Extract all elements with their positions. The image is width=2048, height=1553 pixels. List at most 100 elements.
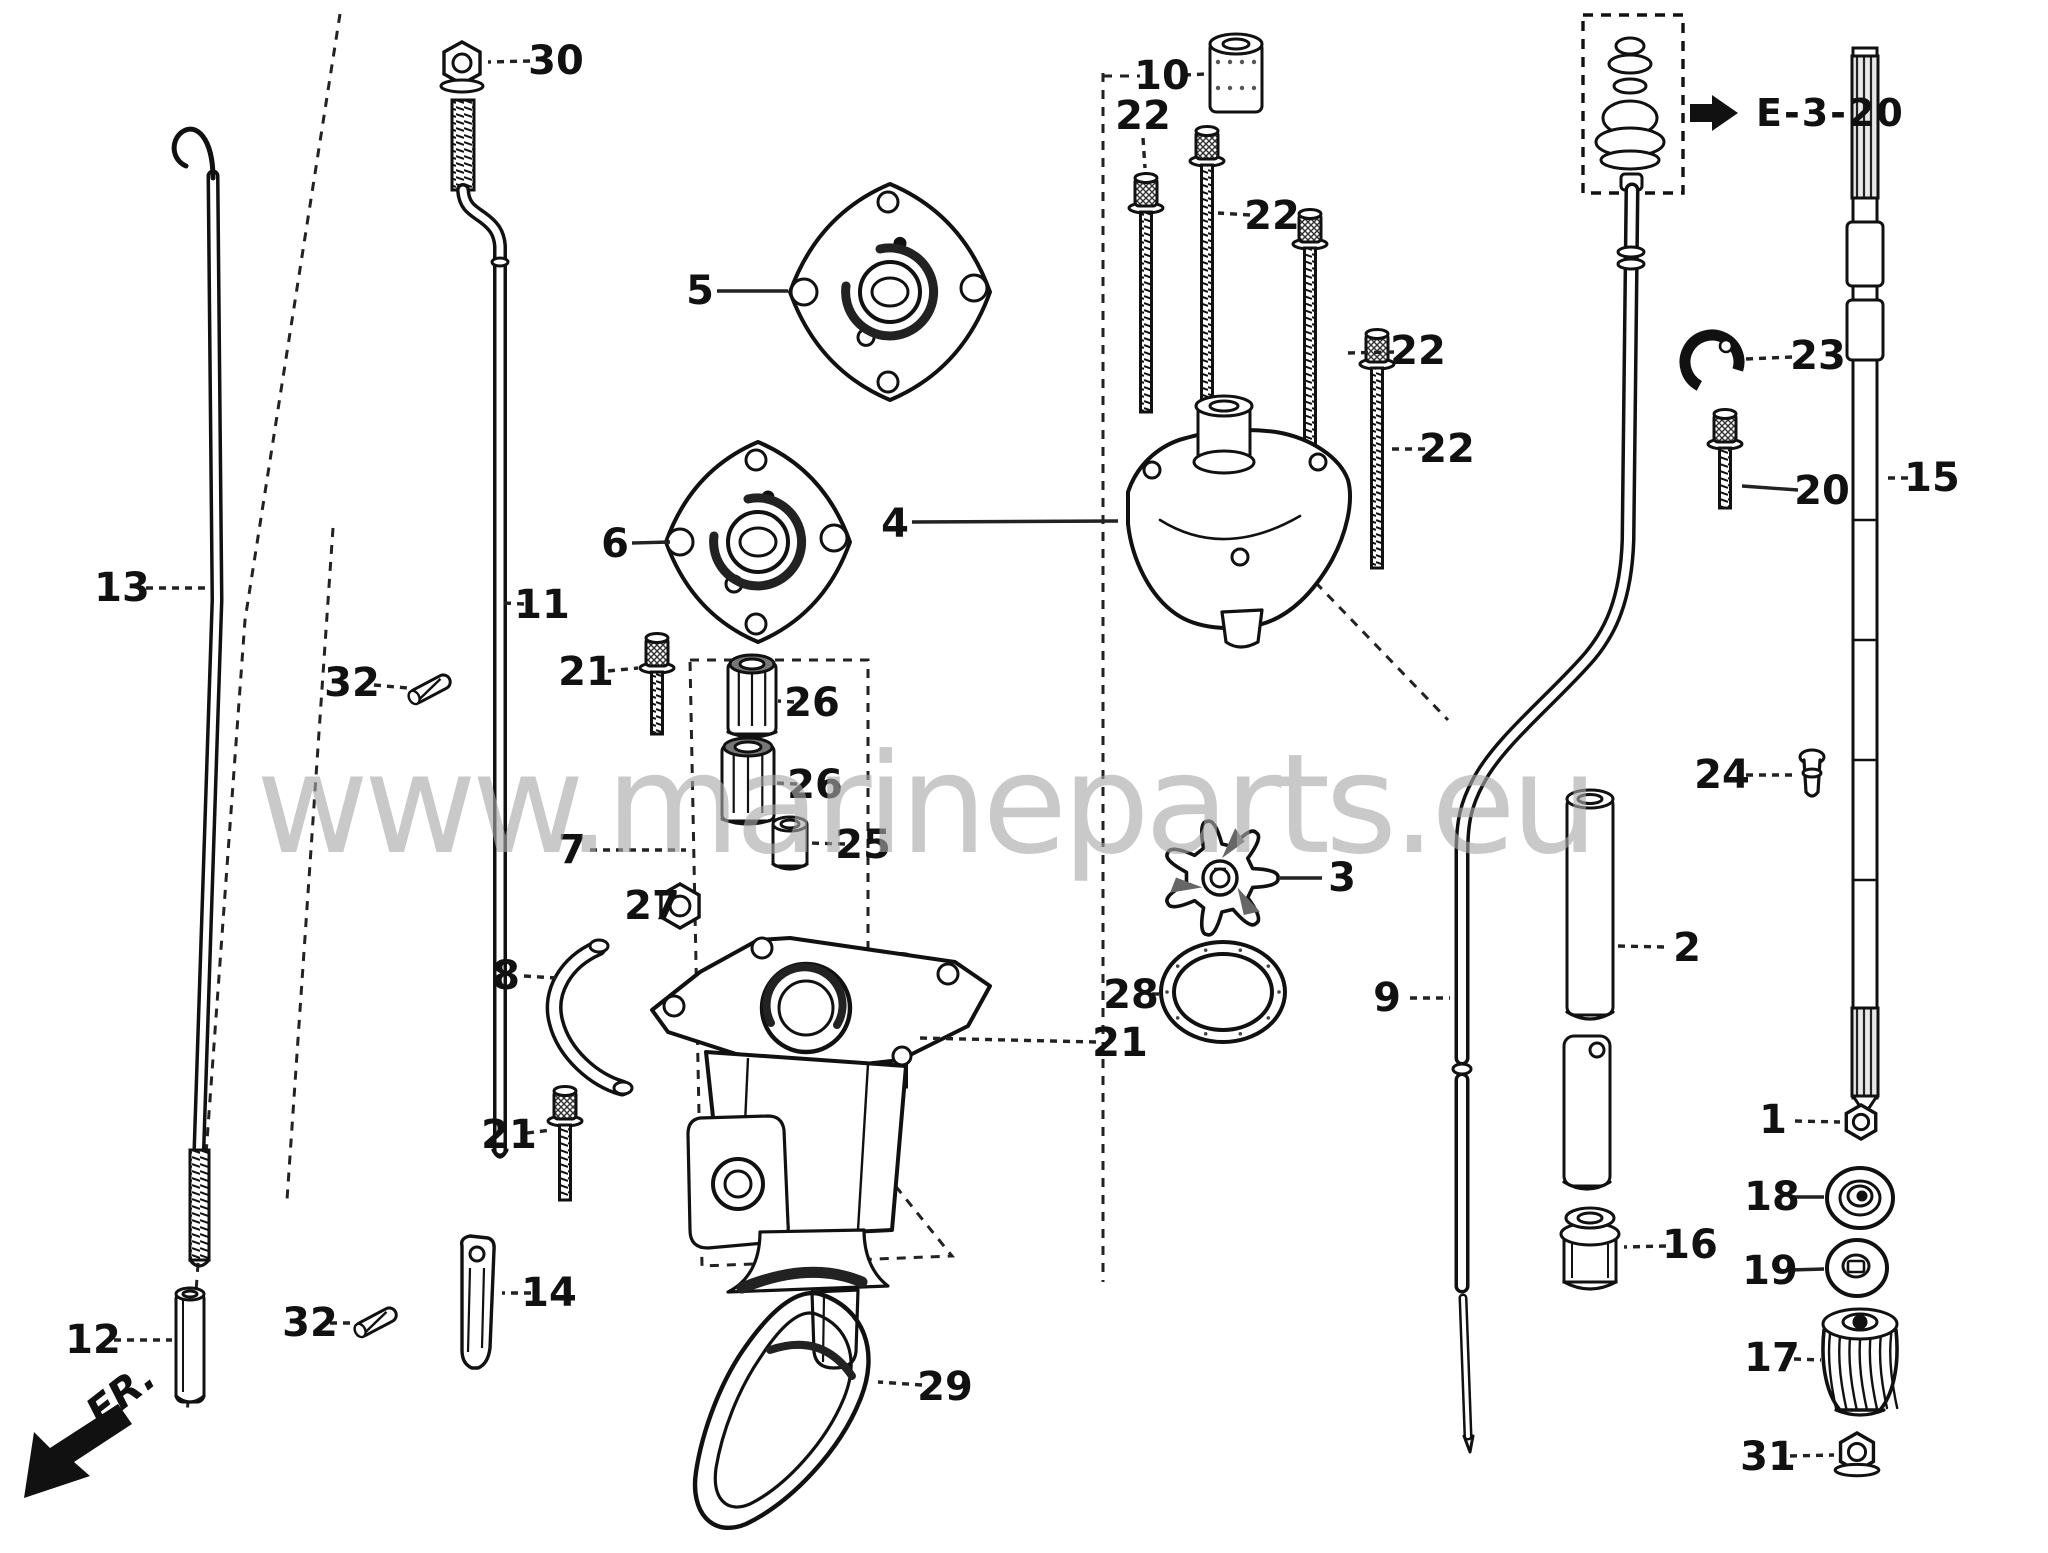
oring28-stipple: [1277, 990, 1281, 994]
leader-tube-clamp-8: [523, 974, 557, 980]
washer19-square: [1846, 1259, 1866, 1274]
tube12-bottom: [174, 1394, 206, 1404]
pin-24: [1798, 748, 1826, 798]
bearing-26a: [726, 653, 778, 739]
rod9-tip-bore: [1461, 1296, 1470, 1438]
leader-water-pipe-2: [1617, 944, 1665, 949]
bush10-texture: [1251, 85, 1257, 91]
bolt-22d-shaft: [1370, 366, 1384, 570]
body7-ear3: [936, 962, 960, 986]
leader-bolt-22a: [1141, 137, 1147, 169]
pipe2-lower-end: [1562, 1180, 1612, 1191]
part-label-bush-10: 10: [1134, 53, 1190, 99]
gear17-tooth3: [1858, 1332, 1868, 1410]
clamp8-end2: [612, 1080, 634, 1096]
housing4-stub: [1220, 608, 1264, 649]
plate-5-groove: [841, 243, 939, 341]
grommet-base: [1599, 149, 1661, 171]
part-label-vertical-rod-11: 11: [514, 582, 570, 628]
part-label-bolt-22d: 22: [1419, 426, 1475, 472]
leader-pump-housing-4: [911, 519, 1119, 524]
bolt-20-shaft: [1718, 446, 1732, 510]
bolt-22c-shaft: [1303, 246, 1317, 455]
plate-5-ear-hole-r: [959, 273, 989, 303]
rod9-point: [1462, 1434, 1475, 1454]
bolt-21b: [546, 1085, 584, 1202]
gasket29-outer: [692, 1290, 871, 1531]
pipe2-notch: [1588, 1041, 1606, 1059]
body7-bore-groove: [762, 963, 847, 1029]
pump-body-7: [650, 936, 992, 1370]
part-label-bush-25: 25: [835, 822, 891, 868]
nut30-flange: [439, 78, 485, 94]
nut-27-hole: [668, 894, 692, 918]
gasket29-lip: [766, 1340, 856, 1380]
water-pipe-2: [1562, 788, 1615, 1191]
oring28-stipple: [1175, 1016, 1180, 1020]
tube-12: [174, 1286, 206, 1404]
oring28-stipple: [1238, 948, 1243, 952]
leader-vertical-rod-11: [503, 601, 525, 606]
part-label-bearing-26b: 26: [787, 762, 843, 808]
bolt-22d-head-top: [1364, 328, 1390, 340]
part-label-o-ring-28: 28: [1103, 972, 1159, 1018]
part-label-shift-rod-9: 9: [1373, 975, 1401, 1021]
bush25-hole: [779, 818, 801, 830]
leader-bush-16: [1623, 1244, 1667, 1249]
part-label-gasket-29: 29: [917, 1364, 973, 1410]
pipe2-upper-end: [1565, 1010, 1615, 1021]
body7-ear1: [662, 994, 686, 1018]
tube12-body: [174, 1290, 206, 1404]
leader-nut-31: [1789, 1453, 1835, 1458]
housing4-neck-hole: [1208, 399, 1240, 413]
gasket-plate-6-ear-hole-b: [744, 612, 768, 636]
part-label-pinion-gear-17: 17: [1744, 1335, 1800, 1381]
nut-1-hole: [1851, 1112, 1871, 1132]
part-label-bush-16: 16: [1662, 1222, 1718, 1268]
oring28-stipple: [1238, 1032, 1243, 1036]
body7-edge2: [856, 1063, 870, 1231]
part-label-clip-23: 23: [1790, 333, 1846, 379]
bush10-texture: [1227, 59, 1233, 65]
bush-25: [771, 815, 809, 871]
part-label-tube-clamp-8: 8: [492, 953, 520, 999]
bush10-texture: [1215, 85, 1221, 91]
part-label-pin-32b: 32: [282, 1300, 338, 1346]
construction-line-1: [285, 527, 335, 1201]
bush10-texture: [1239, 59, 1245, 65]
gear17-tooth0: [1827, 1332, 1838, 1410]
gear17-tooth2: [1848, 1332, 1858, 1410]
seal-14: [459, 1234, 496, 1370]
clamp8-end1: [588, 938, 610, 954]
rod13-shaft-bore: [196, 173, 220, 1151]
rod11-thread: [450, 98, 476, 192]
rod9-collar2: [1616, 257, 1646, 271]
gasket-29: [692, 1290, 871, 1531]
impeller3-shade0: [1237, 887, 1260, 916]
gear17-tooth6: [1889, 1332, 1899, 1410]
o-ring-28: [1159, 940, 1287, 1044]
bolt-22c-head-top: [1297, 208, 1323, 220]
leader-bolt-21c: [919, 1036, 1097, 1044]
gasket-plate-6-ear-hole-l: [665, 527, 695, 557]
clip23-ring: [1679, 329, 1745, 395]
plate-5-ear-hole-b: [876, 370, 900, 394]
part-label-gasket-plate-6: 6: [601, 521, 629, 567]
housing4-contour: [1158, 514, 1302, 541]
shaft15-body: [1851, 46, 1879, 1100]
body7-ear4: [891, 1045, 913, 1067]
seal14-line2: [480, 1267, 486, 1349]
fr-direction-group: [24, 1404, 132, 1498]
rod9-main-bore: [1458, 186, 1636, 1062]
part-label-bolt-21a: 21: [558, 649, 614, 695]
leader-bolt-22b: [1217, 211, 1251, 217]
leader-gasket-plate-6: [631, 540, 671, 545]
bearing-26a-hole: [738, 657, 766, 671]
tube12-hole: [181, 1289, 199, 1299]
bolt-21a: [638, 632, 676, 736]
rod11-shaft-bore: [459, 186, 504, 1154]
bush10-texture: [1251, 59, 1257, 65]
bolt-22a-shaft: [1139, 210, 1153, 414]
pipe2-lower: [1562, 1034, 1612, 1188]
vertical-rod-11: [450, 98, 510, 1159]
